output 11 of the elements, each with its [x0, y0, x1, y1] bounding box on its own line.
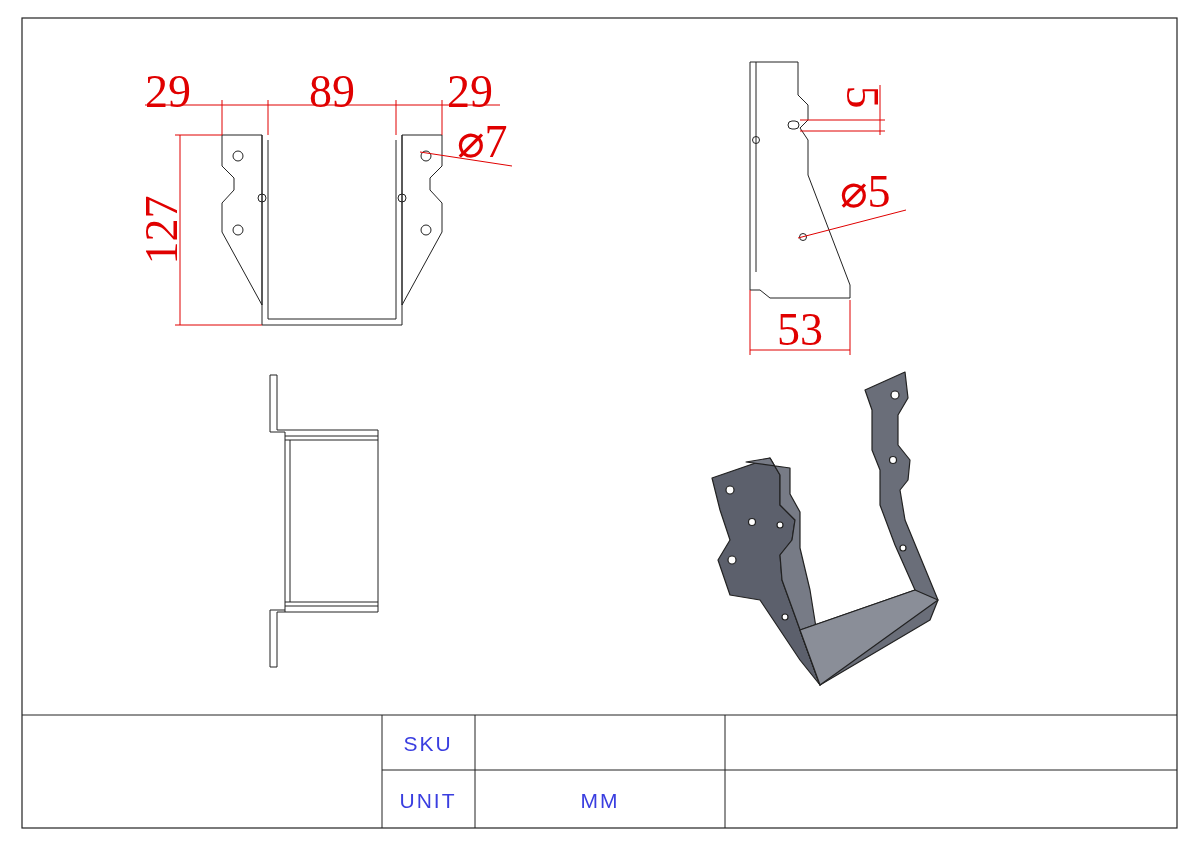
dimension-value: 29 — [145, 69, 191, 115]
header-label: SKU — [403, 732, 453, 754]
dimension-value: ⌀7 — [456, 119, 508, 165]
dimension-value: 29 — [447, 69, 493, 115]
dimension-value: 5 — [839, 85, 885, 109]
dimension-value: 89 — [309, 69, 355, 115]
header-label: UNIT — [399, 789, 457, 811]
unit-value: MM — [580, 789, 620, 811]
dimension-value: 53 — [777, 307, 823, 353]
dimension-value: ⌀5 — [839, 169, 891, 215]
dimension-value: 127 — [139, 195, 185, 265]
